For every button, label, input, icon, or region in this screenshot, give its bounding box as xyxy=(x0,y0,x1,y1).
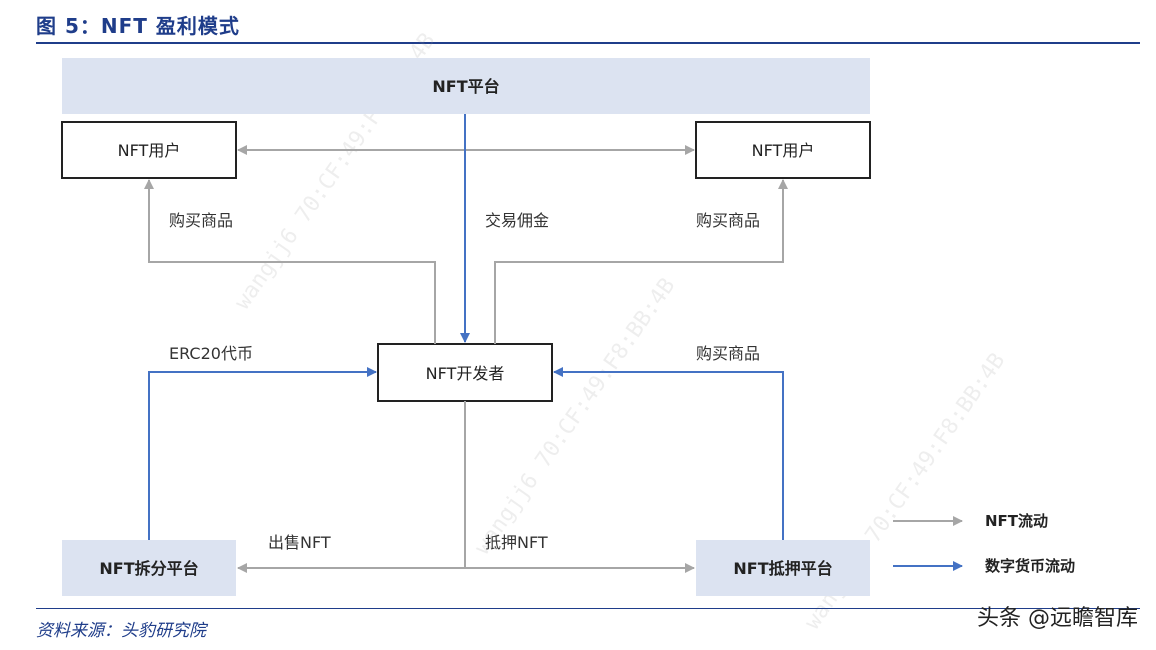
erc20-label: ERC20代币 xyxy=(169,344,253,363)
developer-label: NFT开发者 xyxy=(426,364,505,383)
source-note: 资料来源：头豹研究院 xyxy=(36,621,206,641)
user-right-label: NFT用户 xyxy=(752,141,815,160)
erc20-arrow xyxy=(148,367,377,540)
buy-pledge-arrow xyxy=(553,367,784,540)
user-left-box xyxy=(61,121,237,179)
split-platform-box xyxy=(62,540,236,596)
bottom-rule xyxy=(36,608,1140,609)
figure-title: 图 5：NFT 盈利模式 xyxy=(36,14,240,38)
buy-right-arrow xyxy=(494,179,788,344)
buy-left-arrow xyxy=(144,179,436,344)
buy-left-label: 购买商品 xyxy=(169,211,233,230)
user-right-box xyxy=(695,121,871,179)
commission-label: 交易佣金 xyxy=(485,211,549,230)
title-rule xyxy=(36,42,1140,44)
pledge-platform-box xyxy=(696,540,870,596)
buy-right-label: 购买商品 xyxy=(696,211,760,230)
brand-watermark: 头条 @远瞻智库 xyxy=(977,606,1138,631)
legend-currency-label: 数字货币流动 xyxy=(985,557,1075,575)
buy-pledge-label: 购买商品 xyxy=(696,344,760,363)
platform-band xyxy=(62,58,870,114)
pledge-platform-label: NFT抵押平台 xyxy=(733,559,832,578)
legend-nft-label: NFT流动 xyxy=(985,512,1048,530)
pledge-nft-label: 抵押NFT xyxy=(485,533,548,552)
sell-nft-label: 出售NFT xyxy=(268,533,331,552)
developer-box xyxy=(377,343,553,402)
split-platform-label: NFT拆分平台 xyxy=(99,559,198,578)
user-left-label: NFT用户 xyxy=(118,141,181,160)
platform-label: NFT平台 xyxy=(432,77,499,96)
profit-model-diagram: NFT平台 NFT用户 NFT用户 NFT开发者 NFT拆分平台 NFT抵押平台… xyxy=(61,58,1075,596)
